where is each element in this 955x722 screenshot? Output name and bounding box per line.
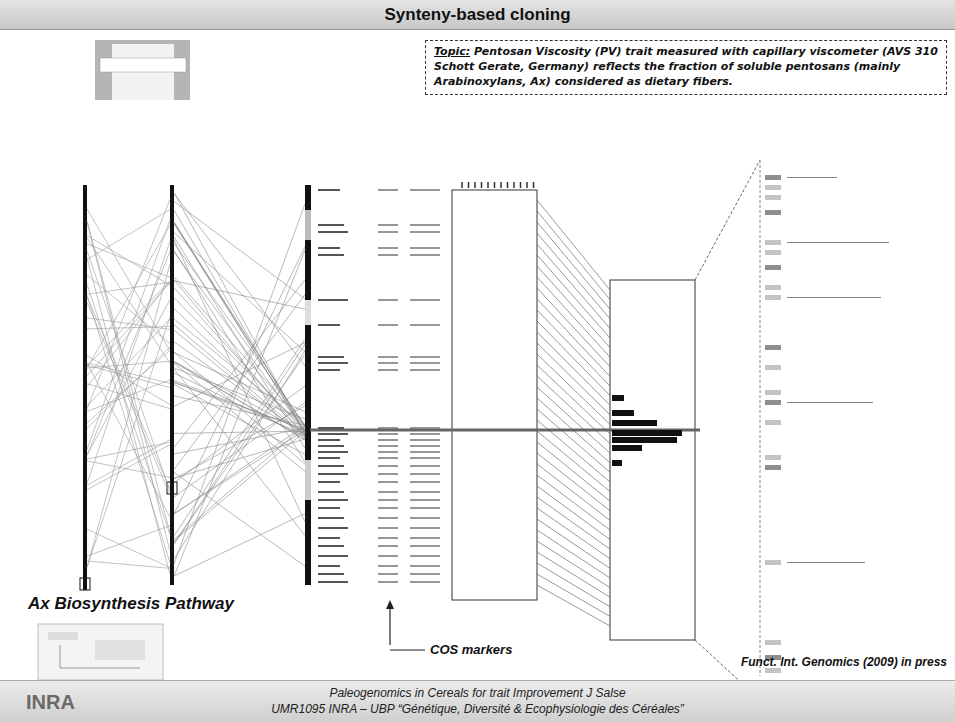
annotation-bar [765,195,781,200]
footer-band: Paleogenomics in Cereals for trait Impro… [0,680,955,722]
section-label: Ax Biosynthesis Pathway [28,594,234,614]
synteny-lines [87,199,170,574]
synteny-lines [174,193,305,577]
histogram-bar [612,410,634,416]
annotation-bar [765,210,781,215]
chromosome-bar [170,185,174,585]
annotation-bar [765,345,781,350]
footer-text: Paleogenomics in Cereals for trait Impro… [0,685,955,701]
histogram-bar [612,437,677,443]
annotation-bar [765,465,781,470]
chromosome-segment [305,460,311,500]
annotation-bar [765,250,781,255]
annotation-line [787,242,889,243]
chromosome-bar [305,185,311,585]
callout-label: COS markers [430,642,512,657]
leader-arrowhead [386,600,394,609]
annotation-bar [765,295,781,300]
chromosome-segment [305,300,311,325]
pathway-image [60,645,140,668]
leader-line [389,606,390,645]
histogram-bar [612,460,622,466]
topic-box: Topic: Pentosan Viscosity (PV) trait mea… [425,40,947,95]
annotation-bar [765,265,781,270]
scale-ticks [462,182,534,188]
annotation-bar [765,420,781,425]
annotation-line [787,402,873,403]
annotation-bar [765,175,781,180]
chromosome-mark [167,482,177,494]
photo-sheet [100,58,186,72]
annotation-bar [765,560,781,565]
annotation-line [787,562,865,563]
histogram-bar [612,420,657,426]
footer-affiliation: UMR1095 INRA – UBP “Génétique, Diversité… [0,701,955,717]
expression-box [610,280,695,640]
chromosome-mark [80,578,90,590]
annotation-bar [765,400,781,405]
annotation-bar [765,640,781,645]
marker-dashes [318,190,348,582]
leader-line [390,649,425,650]
topic-text: Pentosan Viscosity (PV) trait measured w… [434,45,938,88]
zoom-line [760,160,761,676]
annotation-bar [765,285,781,290]
title-bar: Synteny-based cloning [0,0,955,30]
photo [95,40,190,100]
chromosome-segment [305,210,311,240]
annotation-bar [765,455,781,460]
annotation-bar [765,240,781,245]
position-dashes [378,190,440,582]
pathway-image [95,640,145,660]
annotation-bar [765,390,781,395]
annotation-line [787,297,881,298]
pathway-image [38,624,163,680]
slide-title: Synteny-based cloning [384,5,570,25]
annotation-bar [765,185,781,190]
topic-heading: Topic: [434,45,470,58]
chromosome-bar [83,185,87,590]
physical-map-box [452,190,537,600]
citation: Funct. Int. Genomics (2009) in press [741,655,947,669]
histogram-bar [612,445,642,451]
logo-text: INRA [26,691,75,714]
annotation-bar [765,365,781,370]
pathway-image [48,632,78,640]
annotation-line [787,177,837,178]
histogram-bar [612,395,624,401]
fan-lines [537,200,610,626]
histogram-bar [612,430,682,436]
zoom-line [695,160,760,280]
